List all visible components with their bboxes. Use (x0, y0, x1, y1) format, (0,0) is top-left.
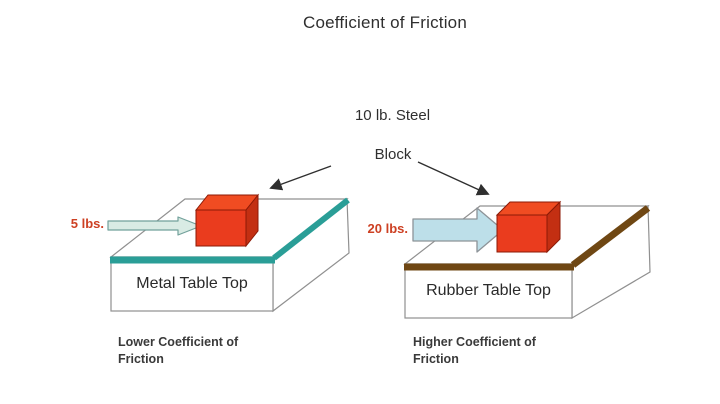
rubber-edge-side (570, 205, 651, 268)
large-force-arrow (412, 207, 504, 253)
left-force-label: 5 lbs. (70, 216, 104, 231)
metal-table-label: Metal Table Top (136, 275, 248, 292)
right-force-label: 20 lbs. (367, 221, 408, 236)
block-annotation-line2: Block (374, 146, 412, 163)
right-caption-line1: Higher Coefficient of (413, 335, 536, 349)
steel-block-right (495, 200, 562, 254)
block-annotation-line1: 10 lb. Steel (354, 107, 431, 124)
slide-title: Coefficient of Friction (303, 13, 467, 32)
right-caption: Higher Coefficient of Friction (413, 334, 583, 368)
left-caption-line2: Friction (118, 352, 164, 366)
block-pointer-left (269, 165, 332, 191)
block-pointer-right (417, 161, 490, 196)
steel-block-left (194, 193, 260, 248)
steel-block-left-front-face (195, 209, 247, 247)
rubber-table-front-face (404, 263, 573, 319)
metal-edge-side (272, 197, 350, 261)
right-caption-line2: Friction (413, 352, 459, 366)
rubber-table-label: Rubber Table Top (426, 282, 551, 299)
left-caption: Lower Coefficient of Friction (118, 334, 288, 368)
left-caption-line1: Lower Coefficient of (118, 335, 239, 349)
steel-block-right-front-face (496, 214, 548, 253)
metal-table-front-face (110, 256, 274, 312)
small-force-arrow (107, 216, 202, 236)
